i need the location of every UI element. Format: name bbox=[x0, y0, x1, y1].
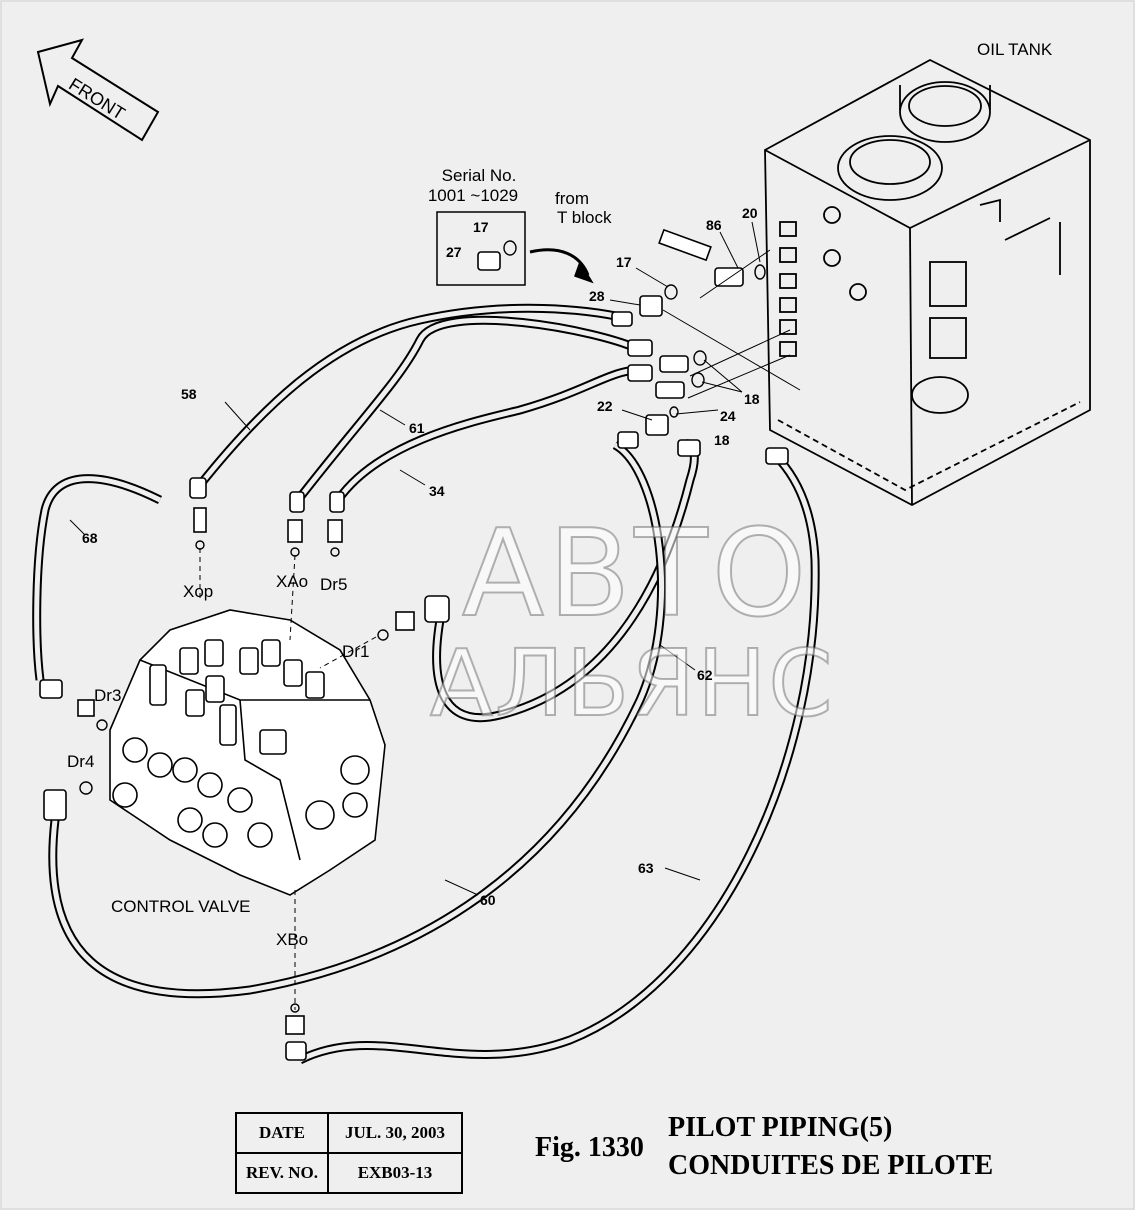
figure-title-fr: CONDUITES DE PILOTE bbox=[668, 1150, 994, 1181]
part-number-61: 61 bbox=[409, 420, 425, 436]
serial-line-2: 1001 ~1029 bbox=[427, 186, 519, 205]
rev-key: REV. NO. bbox=[235, 1152, 329, 1194]
part-number-68: 68 bbox=[82, 530, 98, 546]
part-number-86: 86 bbox=[706, 217, 722, 233]
port-label-xop: Xop bbox=[183, 582, 214, 601]
part-number-60: 60 bbox=[480, 892, 496, 908]
figure-title-en: PILOT PIPING(5) bbox=[668, 1112, 893, 1143]
oil-tank bbox=[764, 58, 1091, 507]
from-tblock-line-2: T block bbox=[557, 208, 612, 227]
date-value: JUL. 30, 2003 bbox=[327, 1112, 463, 1154]
part-number-58: 58 bbox=[181, 386, 197, 402]
part-number-18a: 18 bbox=[744, 391, 760, 407]
oil-tank-label: OIL TANK bbox=[977, 40, 1053, 59]
control-valve bbox=[109, 609, 386, 896]
part-number-20: 20 bbox=[742, 205, 758, 221]
watermark-line-2: АЛЬЯНС bbox=[429, 629, 835, 738]
part-number-17a: 17 bbox=[473, 219, 489, 235]
figure-number: Fig. 1330 bbox=[535, 1132, 644, 1163]
port-label-dr5: Dr5 bbox=[320, 575, 348, 594]
part-number-27: 27 bbox=[446, 244, 462, 260]
part-number-63: 63 bbox=[638, 860, 654, 876]
port-label-dr1: Dr1 bbox=[342, 642, 370, 661]
port-label-xbo: XBo bbox=[276, 930, 309, 949]
control-valve-label: CONTROL VALVE bbox=[111, 897, 251, 916]
port-label-dr3: Dr3 bbox=[94, 686, 122, 705]
part-number-22: 22 bbox=[597, 398, 613, 414]
from-tblock-line-1: from bbox=[555, 189, 589, 208]
part-number-28: 28 bbox=[589, 288, 605, 304]
valve-port-lines bbox=[199, 548, 377, 1010]
serial-inset bbox=[436, 211, 594, 286]
watermark-line-1: АВТО bbox=[461, 504, 811, 645]
fittings bbox=[39, 228, 789, 1061]
o-rings bbox=[79, 240, 766, 1013]
part-number-18b: 18 bbox=[714, 432, 730, 448]
title-block: DATE JUL. 30, 2003 REV. NO. EXB03-13 bbox=[235, 1112, 463, 1194]
rev-value: EXB03-13 bbox=[327, 1152, 463, 1194]
front-arrow-icon bbox=[36, 38, 160, 142]
hoses bbox=[32, 303, 820, 1065]
port-label-dr4: Dr4 bbox=[67, 752, 95, 771]
part-number-17b: 17 bbox=[616, 254, 632, 270]
leader-lines bbox=[69, 221, 801, 896]
part-number-34: 34 bbox=[429, 483, 445, 499]
date-key: DATE bbox=[235, 1112, 329, 1154]
part-number-62: 62 bbox=[697, 667, 713, 683]
part-number-24: 24 bbox=[720, 408, 736, 424]
port-label-xao: XAo bbox=[276, 572, 309, 591]
serial-line-1: Serial No. bbox=[441, 166, 517, 185]
